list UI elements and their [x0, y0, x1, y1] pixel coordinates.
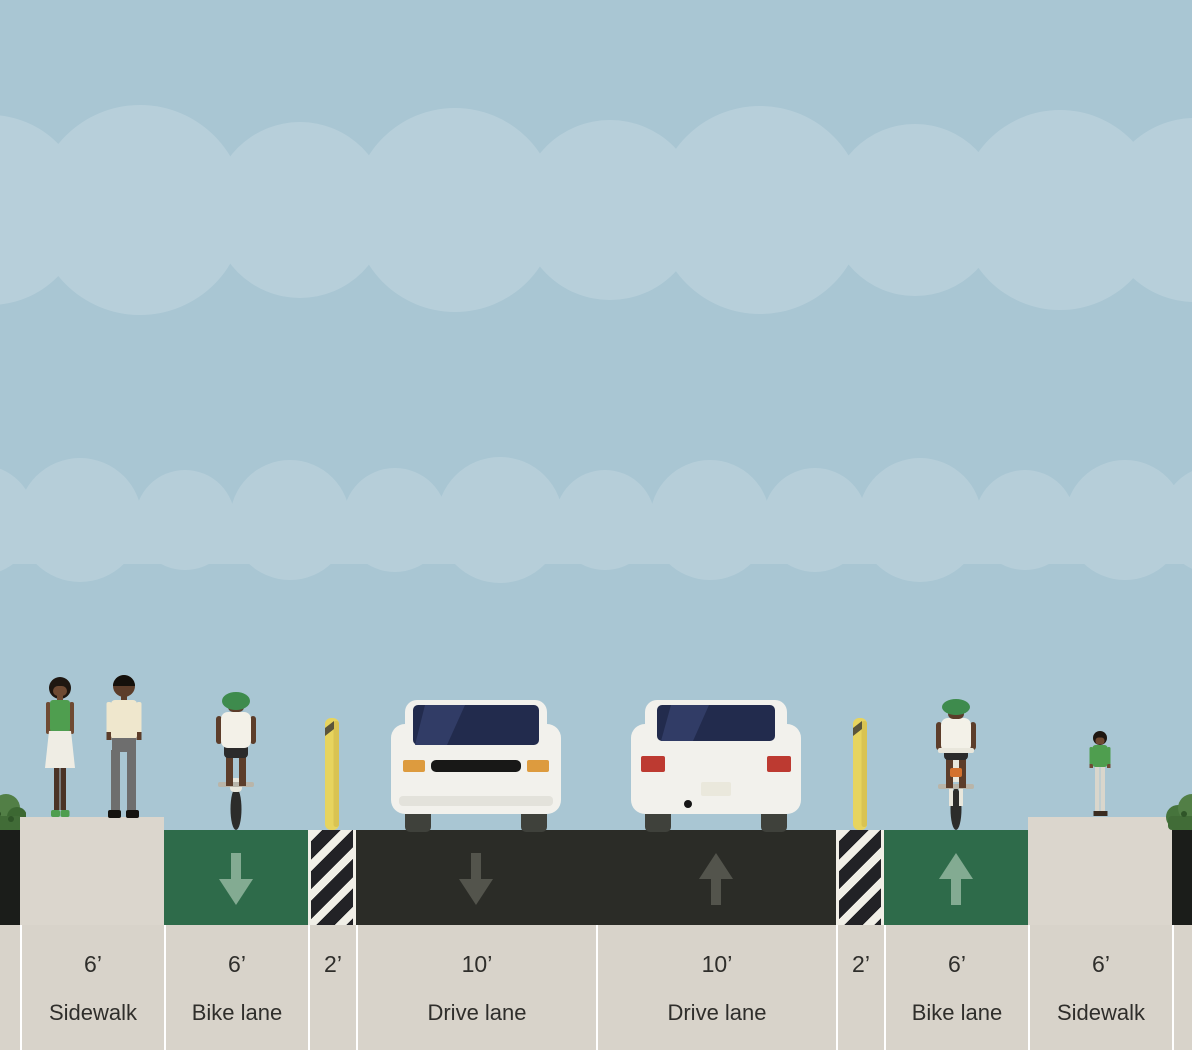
ruler-cell-buffer-left[interactable]: 2’	[308, 925, 356, 1050]
cyclist-rear-icon	[204, 690, 268, 832]
ruler-cell-buffer-right[interactable]: 2’	[836, 925, 884, 1050]
segment-edge-left	[0, 0, 27, 925]
ruler-cell-edge-left	[0, 925, 20, 1050]
lane-arrow-up-icon	[939, 853, 973, 905]
pedestrian-woman-icon	[36, 676, 84, 818]
name-label: Sidewalk	[1056, 1000, 1146, 1025]
buffer-stripes	[836, 830, 884, 925]
flex-post-icon	[853, 718, 867, 830]
street-illustration	[0, 0, 1192, 925]
offstreet-ground	[1172, 830, 1192, 925]
width-label: 6’	[948, 951, 966, 977]
offstreet-ground	[0, 830, 20, 925]
car-front-icon	[391, 700, 561, 832]
segment-sidewalk-left[interactable]	[20, 0, 164, 925]
ruler-cell-sidewalk-left[interactable]: 6’ Sidewalk	[20, 925, 164, 1050]
width-ruler: 6’ Sidewalk 6’ Bike lane 2’ 10’ Drive la…	[0, 925, 1192, 1050]
segment-edge-right	[1166, 0, 1192, 925]
width-label: 10’	[461, 951, 493, 977]
segment-drive-lane-right[interactable]	[596, 0, 836, 925]
width-label: 2’	[852, 951, 870, 977]
ruler-cell-sidewalk-right[interactable]: 6’ Sidewalk	[1028, 925, 1172, 1050]
name-label: Bike lane	[911, 1000, 1003, 1025]
name-label: Bike lane	[191, 1000, 283, 1025]
segment-bike-lane-left[interactable]	[164, 0, 308, 925]
width-label: 6’	[228, 951, 246, 977]
ruler-cell-drive-lane-left[interactable]: 10’ Drive lane	[356, 925, 596, 1050]
ruler-cell-edge-right	[1172, 925, 1192, 1050]
segment-buffer-left[interactable]	[308, 0, 356, 925]
buffer-stripes	[308, 830, 356, 925]
segment-drive-lane-left[interactable]	[356, 0, 596, 925]
name-label: Drive lane	[427, 1000, 527, 1025]
width-label: 6’	[1092, 951, 1110, 977]
name-label: Sidewalk	[48, 1000, 138, 1025]
segment-buffer-right[interactable]	[836, 0, 884, 925]
sidewalk-surface	[20, 817, 164, 925]
width-label: 2’	[324, 951, 342, 977]
sidewalk-surface	[1028, 817, 1172, 925]
name-label: Drive lane	[667, 1000, 767, 1025]
pedestrian-small-icon	[1083, 731, 1117, 817]
ruler-cell-drive-lane-right[interactable]: 10’ Drive lane	[596, 925, 836, 1050]
lane-arrow-up-icon	[699, 853, 733, 905]
lane-arrow-down-icon	[219, 853, 253, 905]
width-label: 6’	[84, 951, 102, 977]
bush-icon	[1166, 792, 1192, 830]
segment-bike-lane-right[interactable]	[884, 0, 1028, 925]
ruler-cell-bike-lane-right[interactable]: 6’ Bike lane	[884, 925, 1028, 1050]
width-label: 10’	[701, 951, 733, 977]
lane-arrow-down-icon	[459, 853, 493, 905]
cyclist-front-icon	[924, 698, 988, 832]
pedestrian-man-icon	[96, 674, 152, 818]
flex-post-icon	[325, 718, 339, 830]
car-rear-icon	[631, 700, 801, 832]
ruler-cell-bike-lane-left[interactable]: 6’ Bike lane	[164, 925, 308, 1050]
segment-sidewalk-right[interactable]	[1028, 0, 1172, 925]
